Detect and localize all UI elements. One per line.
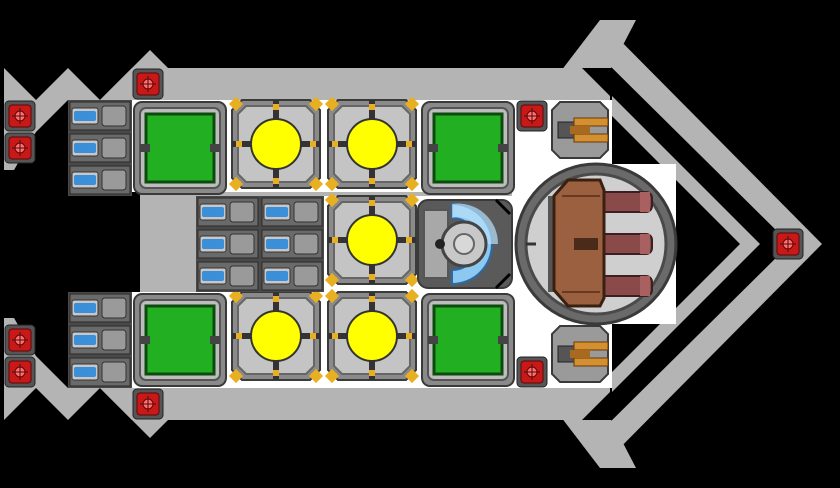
reactor-core[interactable]	[324, 288, 420, 384]
reactor-core[interactable]	[324, 96, 420, 192]
storage-room[interactable]	[133, 293, 227, 387]
reactor-core[interactable]	[228, 288, 324, 384]
storage-room[interactable]	[133, 101, 227, 195]
main-cannon-turret[interactable]	[514, 162, 678, 326]
thruster-nozzle	[69, 133, 131, 163]
thruster-nozzle	[197, 229, 259, 259]
side-gun-turret[interactable]	[551, 325, 609, 383]
reactor-core[interactable]	[228, 96, 324, 192]
side-gun-turret[interactable]	[551, 101, 609, 159]
weapon-mount[interactable]	[132, 68, 164, 100]
thruster-nozzle	[261, 261, 323, 291]
thruster-nozzle	[197, 197, 259, 227]
thruster-nozzle	[261, 229, 323, 259]
storage-room[interactable]	[421, 101, 515, 195]
thruster-pod[interactable]	[68, 100, 132, 196]
thruster-nozzle	[261, 197, 323, 227]
weapon-mount[interactable]	[132, 388, 164, 420]
thruster-nozzle	[69, 165, 131, 195]
weapon-mount[interactable]	[516, 100, 548, 132]
weapon-mount[interactable]	[4, 324, 36, 356]
thruster-pod[interactable]	[196, 196, 260, 292]
weapon-mount[interactable]	[4, 356, 36, 388]
thruster-nozzle	[197, 261, 259, 291]
thruster-nozzle	[69, 325, 131, 355]
thruster-pod[interactable]	[68, 292, 132, 388]
thruster-nozzle	[69, 293, 131, 323]
weapon-mount[interactable]	[4, 132, 36, 164]
reactor-core[interactable]	[324, 192, 420, 288]
weapon-mount[interactable]	[772, 228, 804, 260]
weapon-mount[interactable]	[516, 356, 548, 388]
thruster-pod[interactable]	[260, 196, 324, 292]
thruster-nozzle	[69, 357, 131, 387]
storage-room[interactable]	[421, 293, 515, 387]
thruster-nozzle	[69, 101, 131, 131]
weapon-mount[interactable]	[4, 100, 36, 132]
shield-generator[interactable]	[417, 198, 513, 290]
